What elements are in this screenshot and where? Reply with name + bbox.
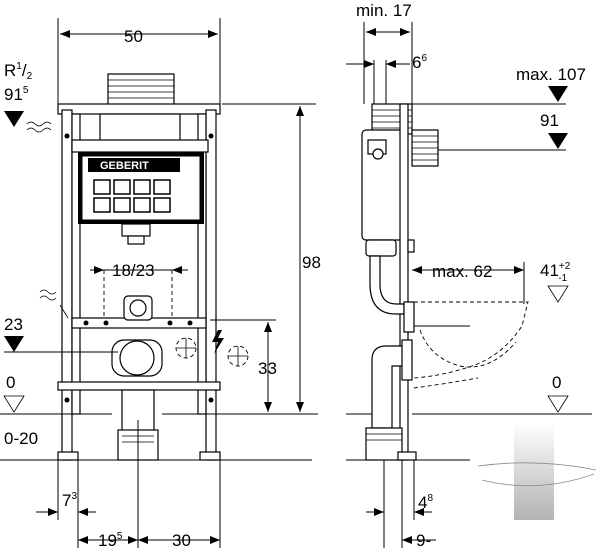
frame-height-label: 98 [302,253,321,272]
level-arrow-icon [547,285,569,303]
elec-height-label: 33 [258,359,277,378]
electrical-dimension: 33 [175,319,277,412]
front-view: 50 R1/2 915 [0,18,321,550]
level-arrow-icon [547,395,569,413]
min-depth-dimension: min. 17 [356,1,413,104]
svg-text:R1/2: R1/2 [4,61,33,82]
side-bottom-dimensions: 48 9- [366,460,436,550]
svg-text:48: 48 [418,493,433,512]
offset-dim-label: 19 [98,531,117,550]
level-arrow-icon [4,111,24,127]
foot-dim-label: 7 [62,491,71,510]
top-offset-dimension: 66 [346,53,427,104]
side-floor-level: 0 [346,373,592,461]
svg-text:66: 66 [412,53,427,72]
bottom-offset-label: 4 [418,493,427,512]
water-height-marker: 23 [4,289,118,353]
seat-height-label: 41 [540,261,559,280]
level-arrow-icon [548,133,568,149]
seat-height-marker: 41+2-1 [540,261,571,303]
water-connection-label: R1/2 915 [4,61,52,133]
half-width-label: 30 [172,531,191,550]
fixing-spacing-dimension: 18/23 [90,261,188,318]
floor-range-label: 0-20 [4,429,38,448]
max-107-label: max. 107 [516,65,586,84]
water-symbol-icon [26,121,52,133]
max-62-label: max. 62 [432,262,492,281]
lightning-icon [212,330,224,354]
fixing-spacing-label: 18/23 [112,261,155,280]
level-arrow-icon [3,395,25,413]
wc-bowl [413,301,529,389]
water-symbol-icon [39,289,57,301]
min-depth-label: min. 17 [356,1,412,20]
range-label: 9- [416,531,431,550]
watermark-logo [477,424,597,520]
height-levels: max. 107 91 [412,65,586,151]
bottom-dimensions: 73 195 30 [36,420,221,550]
max-62-dimension: max. 62 [412,262,525,304]
floor-level: 0 0-20 [0,373,318,461]
water-height-label: 23 [4,315,23,334]
top-offset-label: 6 [412,53,421,72]
floor-label: 0 [6,373,15,392]
fixing-holes [83,320,193,326]
width-label: 50 [124,27,143,46]
svg-text:195: 195 [98,531,123,550]
side-floor-label: 0 [552,373,561,392]
installation-frame: GEBERIT [57,73,221,461]
frame-height-dimension: 98 [222,103,321,412]
level-arrow-icon [4,336,24,352]
svg-text:915: 915 [4,85,29,104]
side-view: min. 17 66 [346,1,597,550]
level-91-label: 91 [540,111,559,130]
width-dimension: 50 [57,18,221,105]
svg-text:73: 73 [62,491,77,510]
side-frame [361,103,470,461]
plate-grid [93,179,171,213]
level-arrow-icon [548,86,568,102]
svg-text:41+2-1: 41+2-1 [540,261,571,284]
brand-label: GEBERIT [100,160,149,172]
